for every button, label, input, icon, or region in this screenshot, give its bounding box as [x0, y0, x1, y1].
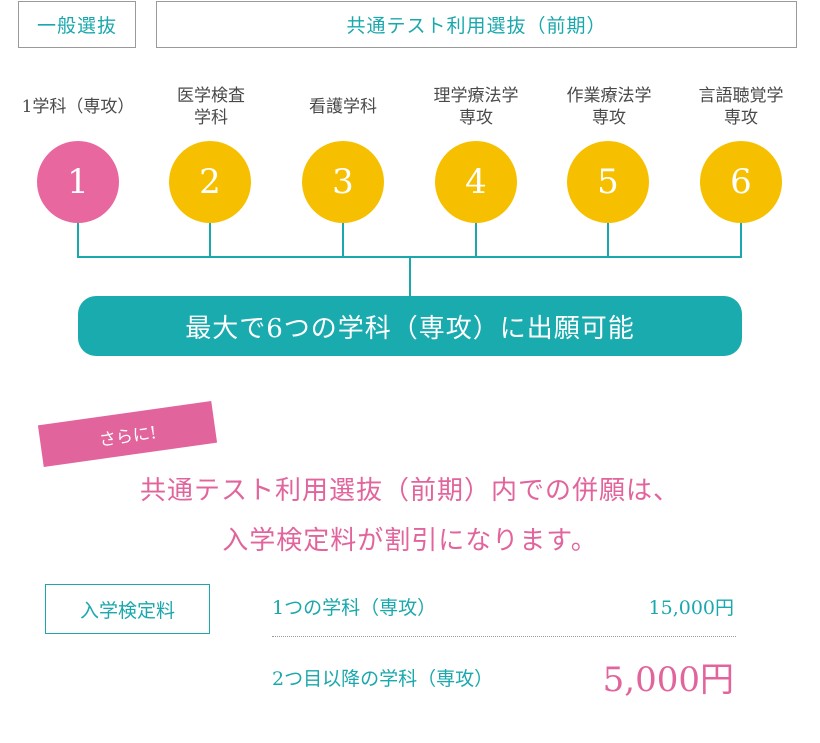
discount-message-line2: 入学検定料が割引になります。 — [222, 526, 598, 556]
fee-divider — [272, 636, 736, 637]
dept-circle-4: 4 — [435, 141, 517, 223]
connector-line-1 — [77, 223, 79, 257]
dept-circle-5: 5 — [567, 141, 649, 223]
dept-label-4-line1: 理学療法学 — [433, 86, 519, 106]
fee-row-2-item: 2つ目以降の学科（専攻） — [272, 668, 494, 690]
tab-general-selection[interactable]: 一般選抜 — [18, 1, 136, 48]
fee-label-box: 入学検定料 — [45, 584, 210, 634]
discount-message-line1: 共通テスト利用選抜（前期）内での併願は、 — [139, 476, 680, 506]
dept-label-4-line2: 専攻 — [459, 108, 493, 128]
dept-label-2-line2: 学科 — [194, 108, 228, 128]
connector-line-5 — [607, 223, 609, 257]
dept-label-5-line2: 専攻 — [592, 108, 626, 128]
dept-label-6: 言語聴覚学専攻 — [681, 85, 801, 129]
connector-line-2 — [209, 223, 211, 257]
dept-label-2: 医学検査学科 — [151, 85, 271, 129]
dept-label-3: 看護学科 — [309, 97, 377, 117]
dept-label-1: 1学科（専攻） — [21, 97, 135, 117]
dept-label-6-line2: 専攻 — [724, 108, 758, 128]
connector-line-4 — [475, 223, 477, 257]
dept-label-5: 作業療法学専攻 — [549, 85, 669, 129]
fee-row-2-price: 5,000円 — [602, 660, 734, 700]
connector-line-6 — [740, 223, 742, 257]
dept-label-6-line1: 言語聴覚学 — [698, 86, 784, 106]
connector-line-3 — [342, 223, 344, 257]
dept-circle-2: 2 — [169, 141, 251, 223]
summary-bar: 最大で6つの学科（専攻）に出願可能 — [78, 296, 742, 356]
connector-center-line — [409, 256, 411, 296]
dept-label-5-line1: 作業療法学 — [566, 86, 652, 106]
dept-label-2-line1: 医学検査 — [177, 86, 245, 106]
dept-circle-1: 1 — [37, 141, 119, 223]
dept-circle-3: 3 — [302, 141, 384, 223]
dept-label-4: 理学療法学専攻 — [416, 85, 536, 129]
tab-common-test-selection[interactable]: 共通テスト利用選抜（前期） — [156, 1, 797, 48]
dept-circle-6: 6 — [700, 141, 782, 223]
fee-row-1-item: 1つの学科（専攻） — [272, 597, 437, 619]
ribbon-label: さらに! — [37, 401, 218, 467]
fee-row-1-price: 15,000円 — [648, 597, 734, 619]
